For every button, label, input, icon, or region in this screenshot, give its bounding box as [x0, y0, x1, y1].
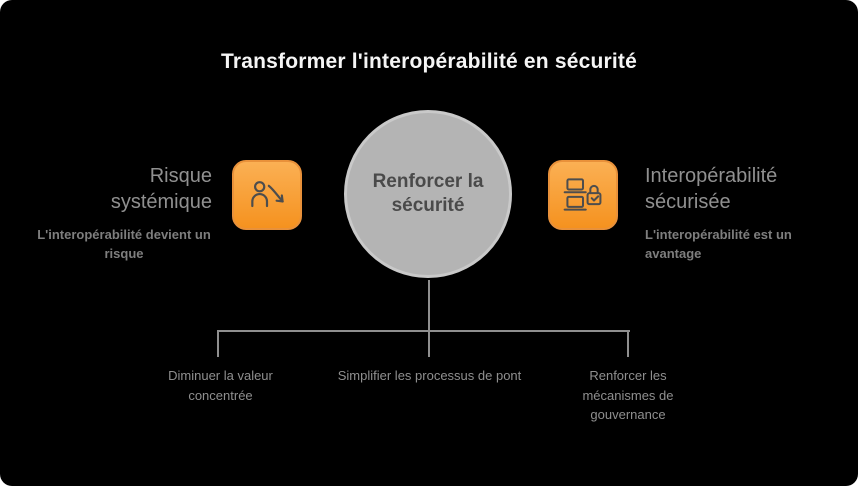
- devices-lock-icon: [561, 173, 605, 217]
- right-icon-card: [548, 160, 618, 230]
- connector-stub-right: [627, 330, 629, 357]
- connector-vertical-center: [428, 280, 430, 331]
- right-heading: Interopérabilité sécurisée: [645, 165, 778, 213]
- page-title: Transformer l'interopérabilité en sécuri…: [220, 50, 638, 73]
- connector-stub-middle: [428, 330, 430, 357]
- connector-stub-left: [217, 330, 219, 357]
- branch-label-3: Renforcer les mécanismes de gouvernance: [582, 368, 674, 422]
- connector-horizontal: [218, 330, 630, 332]
- person-decline-icon: [245, 173, 289, 217]
- center-node: Renforcer la sécurité: [344, 110, 512, 278]
- branch-label-2: Simplifier les processus de pont: [337, 368, 522, 383]
- left-heading: Risque systémique: [110, 165, 212, 213]
- left-icon-card: [232, 160, 302, 230]
- branch-label-1: Diminuer la valeur concentrée: [168, 368, 273, 403]
- right-body-text: L'interopérabilité est un avantage: [645, 227, 792, 261]
- center-node-label: Renforcer la sécurité: [372, 171, 484, 216]
- left-body-text: L'interopérabilité devient un risque: [37, 227, 211, 261]
